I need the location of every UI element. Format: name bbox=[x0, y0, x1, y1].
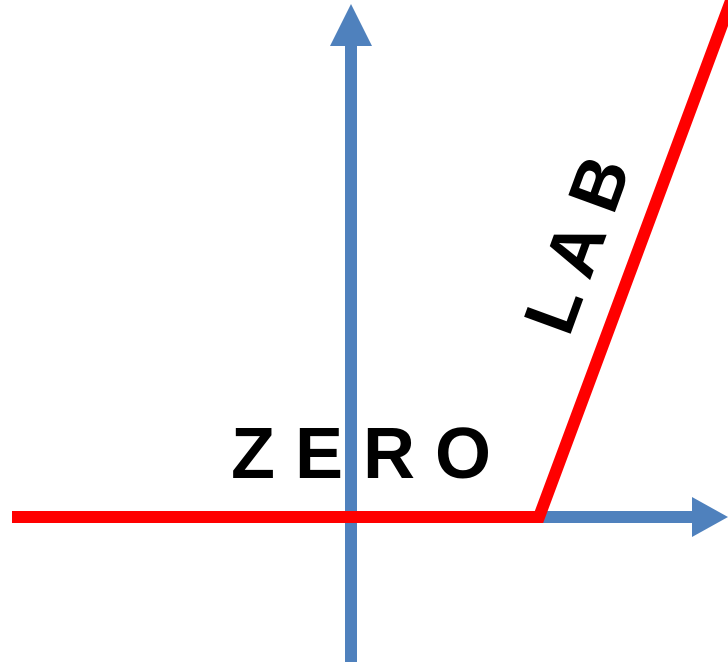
zero-label: Z E R O bbox=[231, 414, 491, 494]
arrow-up-icon bbox=[330, 4, 372, 46]
y-axis bbox=[330, 4, 372, 662]
activation-curve bbox=[12, 0, 728, 523]
arrow-right-icon bbox=[692, 497, 728, 537]
lab-label: L A B bbox=[509, 146, 646, 344]
